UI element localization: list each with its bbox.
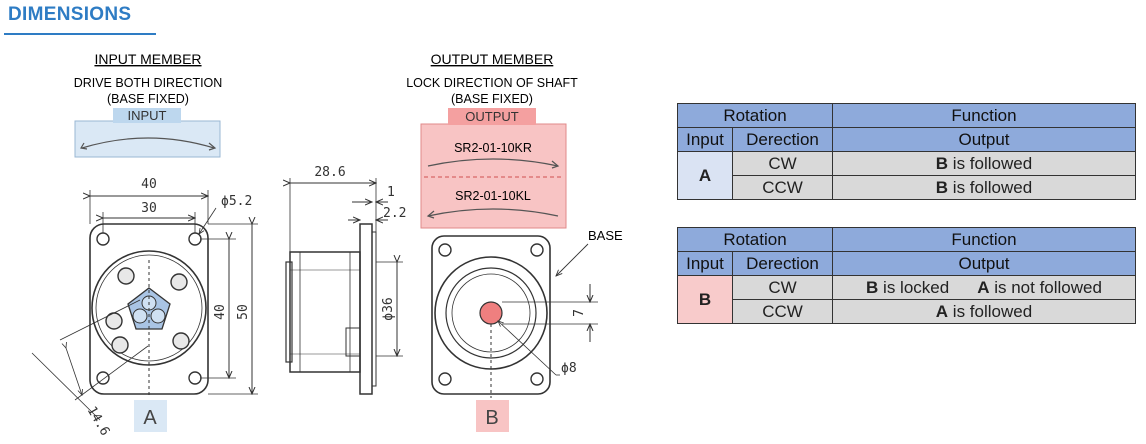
- marker-a: A: [143, 407, 157, 429]
- output-cell: B is locked A is not followed: [832, 275, 1136, 300]
- output-model-l: SR2-01-10KL: [455, 189, 531, 203]
- output-model-r: SR2-01-10KR: [454, 141, 532, 155]
- input-a-cell: A: [677, 151, 733, 200]
- output-cell: B is followed: [832, 175, 1136, 200]
- dimension-drawing: INPUT MEMBER DRIVE BOTH DIRECTION (BASE …: [31, 51, 623, 439]
- input-member-line2: (BASE FIXED): [107, 92, 189, 106]
- output-member-line1: LOCK DIRECTION OF SHAFT: [406, 76, 578, 90]
- dim-phi-5-2: ϕ5.2: [221, 194, 252, 209]
- output-member-line2: (BASE FIXED): [451, 92, 533, 106]
- output-subject: A: [935, 301, 949, 321]
- dim-phi-8: ϕ8: [561, 361, 577, 376]
- title-underline: [4, 33, 156, 35]
- header-direction: Derection: [732, 127, 833, 152]
- dim-50: 50: [236, 304, 251, 320]
- function-table-a: Rotation Function Input Derection Output…: [677, 103, 1136, 200]
- output-tag-label: OUTPUT: [465, 109, 519, 124]
- marker-b-box: [476, 400, 509, 432]
- input-member-heading: INPUT MEMBER: [94, 51, 201, 67]
- function-table-b: Rotation Function Input Derection Output…: [677, 227, 1136, 324]
- input-arc-arrow: [81, 137, 215, 149]
- input-tag: [113, 108, 181, 123]
- output-tag: [448, 108, 536, 125]
- input-member-line1: DRIVE BOTH DIRECTION: [74, 76, 223, 90]
- dim-14-6: 14.6: [84, 404, 113, 439]
- front-view: [89, 223, 209, 398]
- rear-view: [431, 235, 551, 398]
- output-subject: A: [977, 277, 990, 297]
- direction-cell: CCW: [732, 175, 833, 200]
- marker-a-box: [134, 400, 167, 432]
- base-label: BASE: [588, 228, 623, 243]
- output-subject: B: [935, 153, 949, 173]
- side-view: [285, 223, 377, 395]
- output-text: is followed: [948, 177, 1033, 197]
- marker-b: B: [485, 407, 498, 429]
- output-cell: A is followed: [832, 299, 1136, 324]
- header-rotation: Rotation: [677, 227, 833, 252]
- output-text: is locked: [878, 277, 950, 297]
- dim-7: 7: [572, 309, 587, 317]
- dim-30: 30: [141, 201, 157, 216]
- output-subject: B: [935, 177, 949, 197]
- header-input: Input: [677, 251, 733, 276]
- output-member-heading: OUTPUT MEMBER: [431, 51, 554, 67]
- dim-2-2: 2.2: [383, 206, 406, 221]
- header-direction: Derection: [732, 251, 833, 276]
- dim-phi-36: ϕ36: [381, 297, 396, 320]
- dim-40-top: 40: [141, 177, 157, 192]
- direction-cell: CW: [732, 151, 833, 176]
- dim-28-6: 28.6: [314, 165, 345, 180]
- dim-1: 1: [387, 185, 395, 200]
- header-rotation: Rotation: [677, 103, 833, 128]
- direction-cell: CCW: [732, 299, 833, 324]
- output-cell: B is followed: [832, 151, 1136, 176]
- header-output: Output: [832, 251, 1136, 276]
- header-function: Function: [832, 227, 1136, 252]
- header-input: Input: [677, 127, 733, 152]
- header-function: Function: [832, 103, 1136, 128]
- output-text: is followed: [948, 153, 1033, 173]
- page-title: DIMENSIONS: [8, 4, 132, 25]
- dim-40-side: 40: [213, 304, 228, 320]
- input-tag-label: INPUT: [128, 108, 167, 123]
- input-b-cell: B: [677, 275, 733, 324]
- output-panel: [420, 123, 567, 229]
- output-subject: B: [866, 277, 879, 297]
- direction-cell: CW: [732, 275, 833, 300]
- output-text: is not followed: [989, 277, 1102, 297]
- header-output: Output: [832, 127, 1136, 152]
- output-text: is followed: [948, 301, 1033, 321]
- input-panel: [74, 120, 221, 158]
